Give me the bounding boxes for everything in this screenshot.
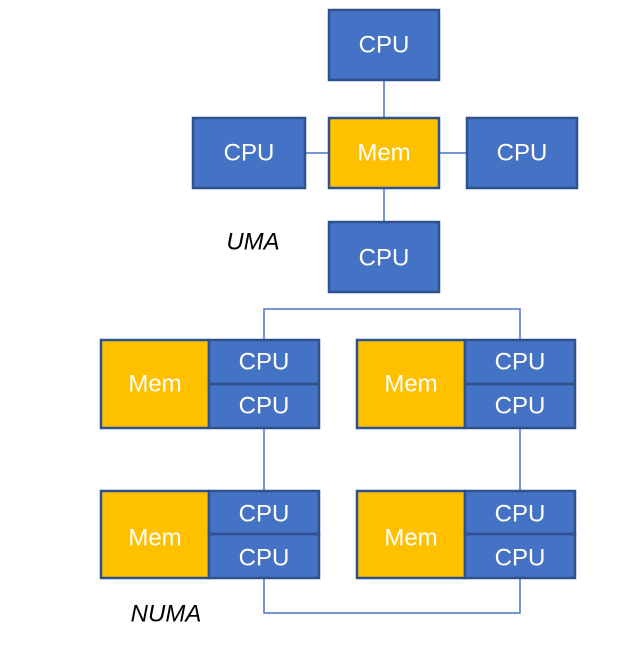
uma-cpu-right: CPU bbox=[465, 116, 579, 190]
numa-node-3-memory bbox=[99, 489, 211, 580]
numa-node-2-cpu-2-label: CPU bbox=[495, 393, 546, 420]
uma-cpu-right-label: CPU bbox=[497, 140, 548, 167]
numa-caption: NUMA bbox=[131, 601, 202, 628]
uma-cpu-left-label: CPU bbox=[224, 140, 275, 167]
numa-node-3: Mem CPU CPU bbox=[99, 489, 321, 580]
numa-node-2-memory bbox=[355, 338, 467, 430]
uma-cpu-bottom: CPU bbox=[327, 220, 441, 294]
numa-node-3-mem-label: Mem bbox=[128, 525, 181, 552]
numa-node-1: Mem CPU CPU bbox=[99, 338, 321, 430]
uma-cpu-left: CPU bbox=[191, 116, 307, 190]
numa-node-4-memory bbox=[355, 489, 467, 580]
uma-mem-label: Mem bbox=[357, 140, 410, 167]
uma-memory: Mem bbox=[327, 116, 441, 190]
numa-node-4-mem-label: Mem bbox=[384, 525, 437, 552]
numa-node-3-cpu-1-label: CPU bbox=[239, 501, 290, 528]
numa-node-2-mem-label: Mem bbox=[384, 371, 437, 398]
numa-node-2-cpu-2 bbox=[463, 382, 577, 430]
numa-connector-top bbox=[263, 308, 521, 340]
numa-node-4-cpu-1-label: CPU bbox=[495, 501, 546, 528]
uma-cpu-top: CPU bbox=[327, 8, 441, 82]
uma-caption: UMA bbox=[226, 229, 279, 256]
numa-node-1-cpu-2-label: CPU bbox=[239, 393, 290, 420]
numa-node-2: Mem CPU CPU bbox=[355, 338, 577, 430]
numa-node-1-cpu-1 bbox=[207, 338, 321, 386]
numa-connectors bbox=[263, 308, 521, 614]
uma-cpu-top-label: CPU bbox=[359, 32, 410, 59]
uma-cpu-bottom-label: CPU bbox=[359, 245, 410, 272]
numa-node-2-cpu-1-label: CPU bbox=[495, 349, 546, 376]
numa-node-1-mem-label: Mem bbox=[128, 371, 181, 398]
uma-connectors bbox=[305, 80, 467, 222]
numa-node-2-cpu-1 bbox=[463, 338, 577, 386]
numa-node-3-cpu-2-label: CPU bbox=[239, 545, 290, 572]
numa-node-1-cpu-2 bbox=[207, 382, 321, 430]
numa-node-3-cpu-2 bbox=[207, 532, 321, 580]
numa-node-4-cpu-2 bbox=[463, 532, 577, 580]
numa-node-4-cpu-2-label: CPU bbox=[495, 545, 546, 572]
numa-node-1-memory bbox=[99, 338, 211, 430]
numa-node-1-cpu-1-label: CPU bbox=[239, 349, 290, 376]
numa-node-4: Mem CPU CPU bbox=[355, 489, 577, 580]
numa-connector-bottom bbox=[263, 578, 521, 614]
